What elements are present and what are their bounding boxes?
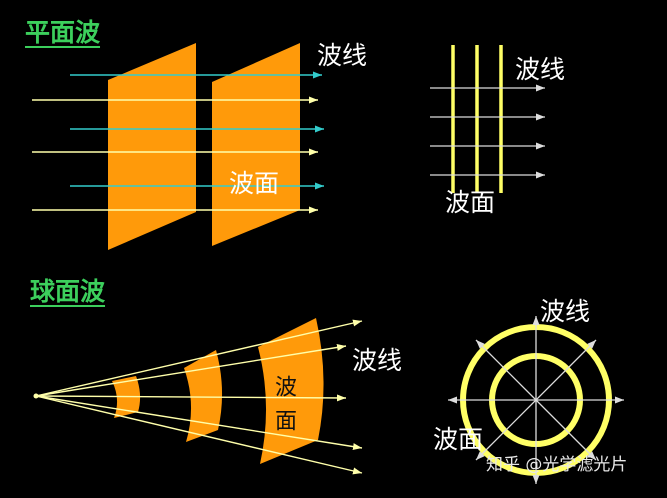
spherical-wave-cross-section xyxy=(448,316,624,484)
spherical-wave-title: 球面波 xyxy=(30,277,106,306)
spherical-ray-label: 波线 xyxy=(352,346,403,375)
point-source xyxy=(33,393,39,399)
spherical-ray xyxy=(35,395,363,451)
cross-section-wavefront-label: 波面 xyxy=(433,425,484,454)
plane-wave-side-view xyxy=(430,45,545,193)
plane-ray-label: 波线 xyxy=(317,41,368,70)
spherical-wavefront-medium xyxy=(184,350,223,442)
plane-wavefront-1 xyxy=(108,43,196,250)
plane-side-wavefront-label: 波面 xyxy=(445,188,496,217)
spherical-ray xyxy=(35,395,363,475)
watermark: 知乎 @光学滤光片 xyxy=(486,455,628,475)
spherical-wave-perspective xyxy=(33,318,363,475)
plane-wave-perspective xyxy=(32,43,324,250)
spherical-ray xyxy=(35,394,347,402)
plane-wave-title: 平面波 xyxy=(25,18,101,47)
plane-side-ray-label: 波线 xyxy=(515,55,566,84)
spherical-ray xyxy=(35,319,363,397)
spherical-ray xyxy=(35,343,347,397)
spherical-wavefront-large xyxy=(258,318,324,464)
spherical-wavefront-label: 波面 xyxy=(271,375,296,443)
plane-wavefront-2 xyxy=(212,43,300,246)
plane-wavefront-label: 波面 xyxy=(229,169,280,198)
radial-ray xyxy=(475,339,597,461)
cross-section-ray-label: 波线 xyxy=(540,297,591,326)
